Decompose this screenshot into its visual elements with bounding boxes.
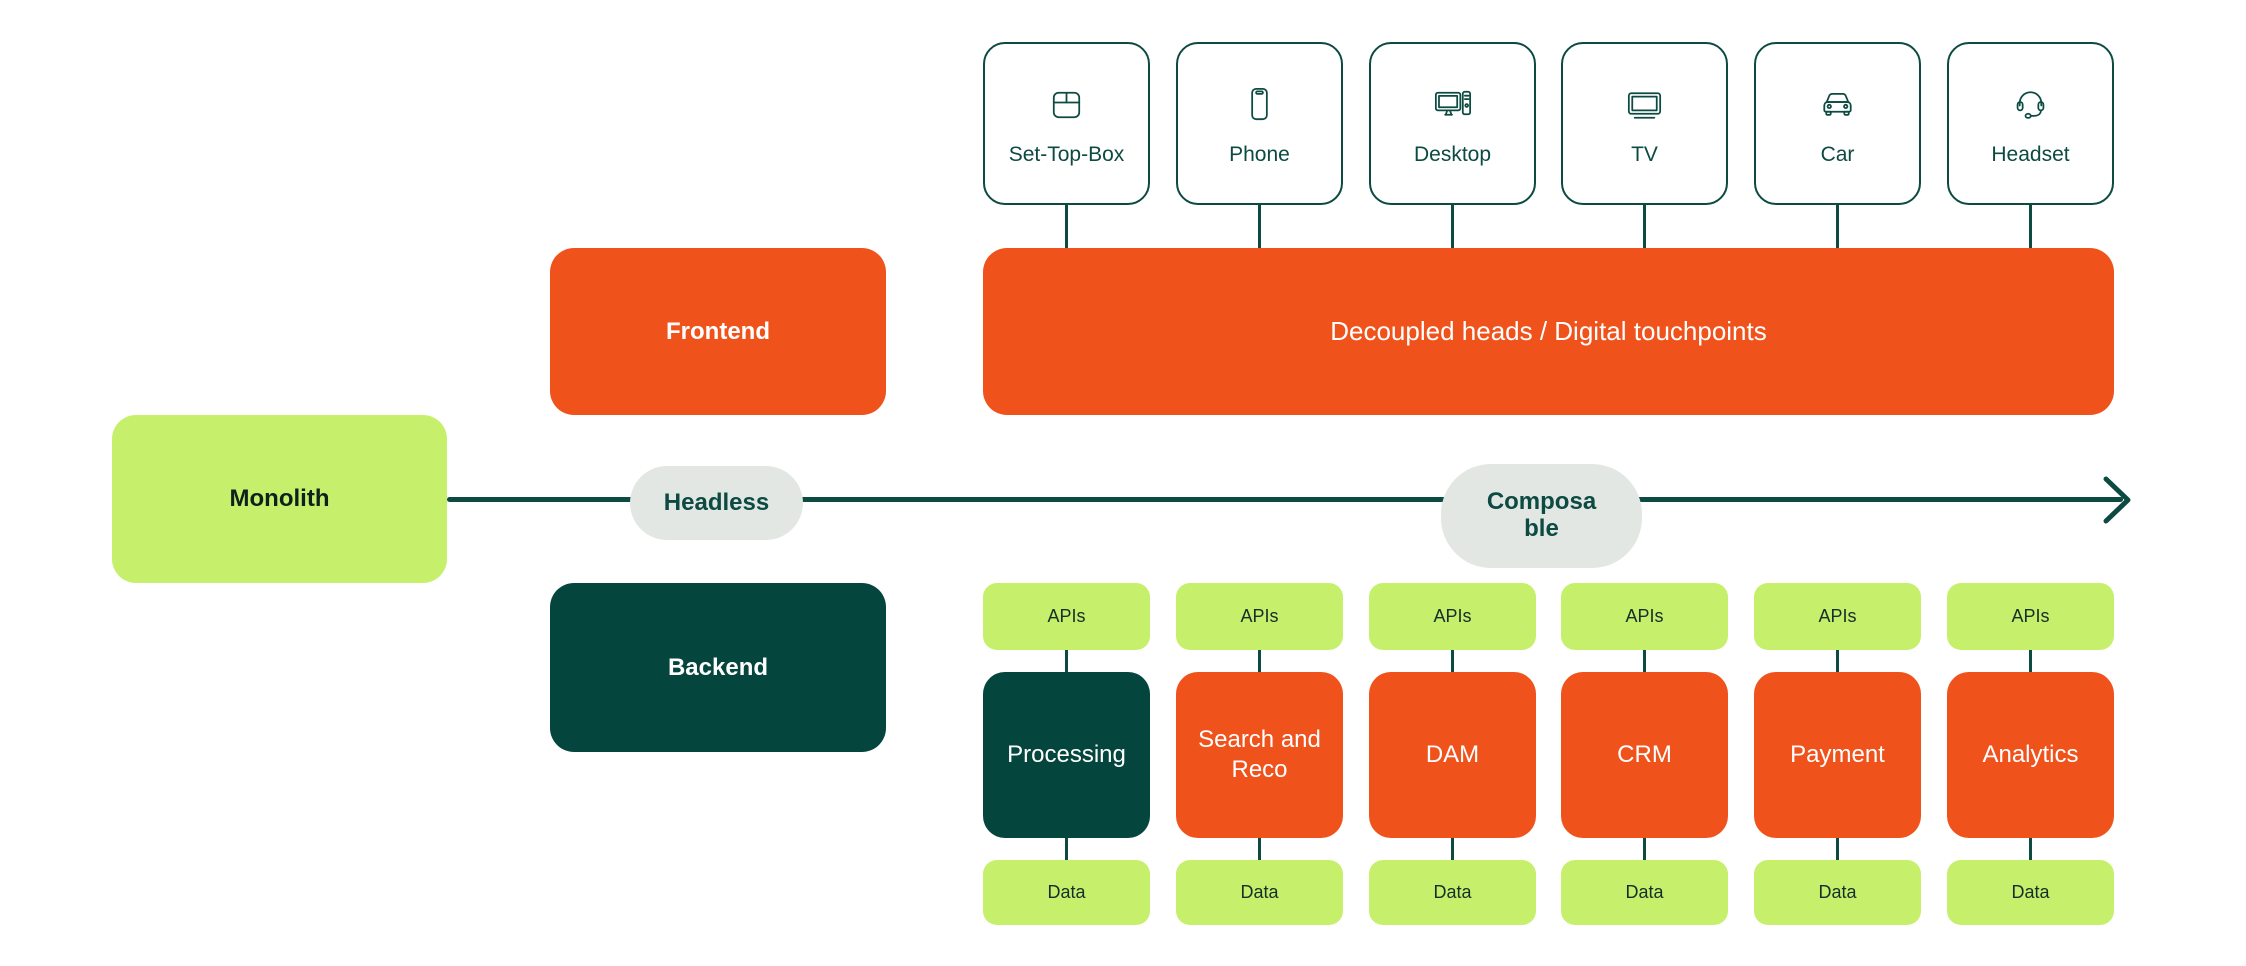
connector-set-top-box [1065, 205, 1068, 249]
apis-label: APIs [2011, 606, 2050, 626]
car-icon [1823, 92, 1852, 116]
apis-box: APIs [1561, 583, 1728, 650]
touchpoints-box: Decoupled heads / Digital touchpoints [983, 248, 2114, 415]
device-label: Headset [1991, 142, 2070, 166]
data-label: Data [1818, 882, 1857, 902]
frontend-label: Frontend [666, 317, 770, 345]
data-label: Data [1047, 882, 1086, 902]
data-box: Data [1754, 860, 1921, 925]
data-label: Data [1625, 882, 1664, 902]
service-label: Payment [1790, 741, 1885, 768]
service-box-processing: Processing [983, 672, 1150, 838]
device-card-desktop: Desktop [1369, 42, 1536, 205]
service-box-dam: DAM [1369, 672, 1536, 838]
apis-box: APIs [1369, 583, 1536, 650]
frontend-box: Frontend [550, 248, 886, 415]
column-connector [1258, 650, 1261, 672]
device-label: Car [1820, 142, 1855, 166]
data-box: Data [983, 860, 1150, 925]
column-connector [1451, 650, 1454, 672]
service-box-search-and-reco: Search and Reco [1176, 672, 1343, 838]
data-box: Data [1561, 860, 1728, 925]
apis-label: APIs [1240, 606, 1279, 626]
backend-label: Backend [667, 653, 769, 681]
service-label: Processing [1007, 741, 1126, 768]
apis-label: APIs [1625, 606, 1664, 626]
column-connector [1836, 838, 1839, 860]
timeline-arrow-line [447, 497, 2123, 502]
service-label: Search and Reco [1198, 726, 1321, 783]
desktop-icon [1434, 90, 1472, 116]
composable-pill: Composa ble [1441, 464, 1642, 568]
data-box: Data [1176, 860, 1343, 925]
service-label: DAM [1425, 741, 1480, 768]
service-box-analytics: Analytics [1947, 672, 2114, 838]
device-label: Desktop [1413, 142, 1492, 166]
column-connector [2029, 838, 2032, 860]
column-connector [1836, 650, 1839, 672]
apis-label: APIs [1818, 606, 1857, 626]
device-label: Phone [1229, 142, 1290, 166]
data-box: Data [1947, 860, 2114, 925]
monolith-box: Monolith [112, 415, 447, 583]
arrowhead-icon [2103, 476, 2131, 524]
apis-label: APIs [1047, 606, 1086, 626]
apis-box: APIs [1754, 583, 1921, 650]
device-label: TV [1631, 142, 1658, 166]
column-connector [1258, 838, 1261, 860]
data-label: Data [1433, 882, 1472, 902]
headless-label: Headless [663, 488, 770, 516]
service-box-crm: CRM [1561, 672, 1728, 838]
column-connector [1451, 838, 1454, 860]
device-card-tv: TV [1561, 42, 1728, 205]
phone-icon [1251, 87, 1268, 120]
device-label: Set-Top-Box [1008, 142, 1125, 166]
apis-box: APIs [983, 583, 1150, 650]
service-label: CRM [1617, 741, 1672, 768]
touchpoints-label: Decoupled heads / Digital touchpoints [1330, 316, 1767, 346]
column-connector [1065, 650, 1068, 672]
service-label: Analytics [1982, 741, 2079, 768]
apis-box: APIs [1947, 583, 2114, 650]
connector-car [1836, 205, 1839, 249]
headless-pill: Headless [630, 466, 803, 540]
service-box-payment: Payment [1754, 672, 1921, 838]
column-connector [2029, 650, 2032, 672]
column-connector [1643, 650, 1646, 672]
device-card-phone: Phone [1176, 42, 1343, 205]
monolith-label: Monolith [229, 485, 330, 512]
data-label: Data [2011, 882, 2050, 902]
connector-tv [1643, 205, 1646, 249]
device-card-car: Car [1754, 42, 1921, 205]
data-box: Data [1369, 860, 1536, 925]
apis-label: APIs [1433, 606, 1472, 626]
column-connector [1643, 838, 1646, 860]
backend-box: Backend [550, 583, 886, 752]
data-label: Data [1240, 882, 1279, 902]
connector-phone [1258, 205, 1261, 249]
device-card-headset: Headset [1947, 42, 2114, 205]
column-connector [1065, 838, 1068, 860]
connector-headset [2029, 205, 2032, 249]
device-card-set-top-box: Set-Top-Box [983, 42, 1150, 205]
apis-box: APIs [1176, 583, 1343, 650]
connector-desktop [1451, 205, 1454, 249]
composable-label: Composa ble [1486, 488, 1597, 542]
headset-icon [2016, 90, 2045, 119]
tv-icon [1627, 91, 1662, 119]
set-top-box-icon [1052, 91, 1081, 118]
